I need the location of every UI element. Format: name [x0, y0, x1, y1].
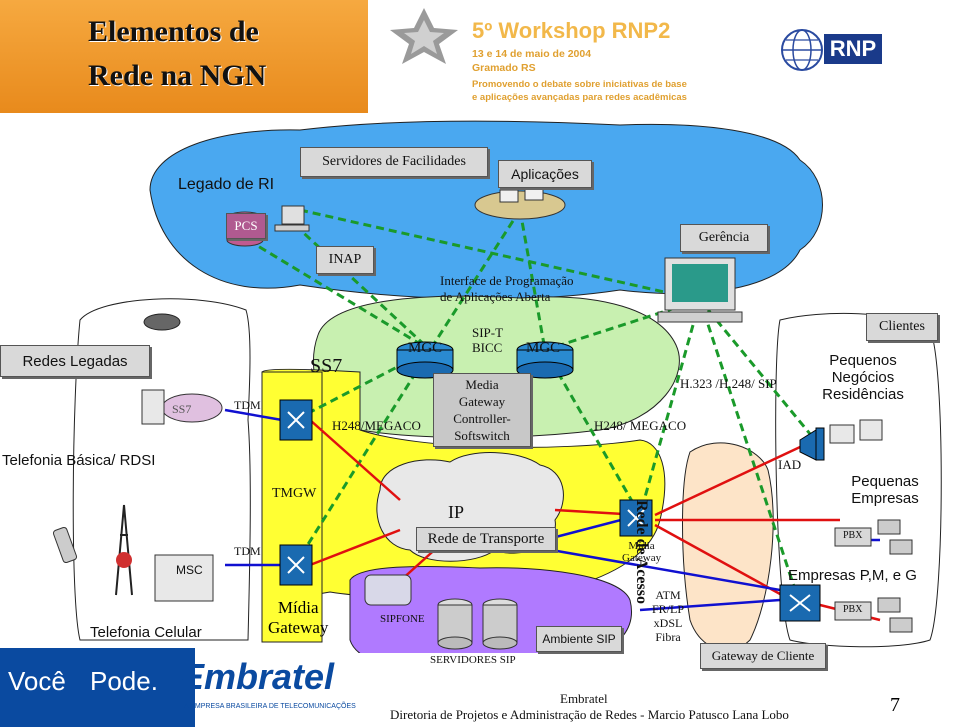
pequenos-negocios-1: Pequenos	[829, 352, 897, 369]
ip-label: IP	[448, 502, 465, 522]
softswitch-line4: Softswitch	[454, 428, 510, 443]
embratel-logo: Embratel	[180, 656, 335, 697]
softswitch-box: Media Gateway Controller- Softswitch	[433, 373, 531, 447]
xdsl-label: xDSL	[653, 616, 683, 630]
midia-gateway-2: Gateway	[268, 618, 329, 637]
ss7-small-label: SS7	[172, 402, 192, 416]
embratel-tagline: A EMPRESA BRASILEIRA DE TELECOMUNICAÇÕES	[184, 703, 356, 710]
legado-ri-label: Legado de RI	[178, 176, 275, 193]
title-banner	[0, 0, 368, 113]
fibra-label: Fibra	[655, 630, 681, 644]
telefonia-celular-label: Telefonia Celular	[90, 624, 202, 641]
tmgw-label: TMGW	[272, 486, 317, 501]
softswitch-line1: Media	[465, 377, 499, 392]
servidores-sip-icon	[437, 598, 518, 650]
atm-label: ATM	[655, 588, 681, 602]
iad-label: IAD	[778, 457, 802, 472]
interface-label-2: de Aplicações Aberta	[440, 289, 551, 304]
ss7-label: SS7	[310, 355, 343, 377]
softswitch-line2: Gateway	[458, 394, 506, 409]
mgc-right-icon	[516, 341, 574, 379]
h323-label: H.323 /H.248/ SIP	[680, 376, 777, 391]
facilidades-computer-icon	[274, 205, 310, 232]
gerencia-computer-icon	[657, 257, 743, 323]
softswitch-line3: Controller-	[453, 411, 511, 426]
midia-gateway-small-label: Mídia Gateway	[622, 540, 661, 564]
pequenas-empresas-2: Empresas	[851, 490, 919, 507]
aplicacoes-box: Aplicações	[498, 160, 592, 188]
pequenos-negocios-label: Pequenos Negócios Residências	[818, 352, 908, 403]
msc-label: MSC	[176, 563, 203, 577]
ambiente-sip-box: Ambiente SIP	[536, 626, 622, 652]
rede-transporte-box: Rede de Transporte	[416, 527, 556, 551]
interface-label-1: Interface de Programação	[440, 273, 574, 288]
midia-gateway-1: Mídia	[277, 598, 319, 617]
sip-t-label: SIP-T	[472, 325, 504, 340]
servidores-sip-label: SERVIDORES SIP	[430, 654, 516, 666]
workshop-dates: 13 e 14 de maio de 2004	[472, 48, 592, 60]
workshop-tagline1: Promovendo o debate sobre iniciativas de…	[472, 79, 687, 90]
rnp-logo: RNP	[824, 34, 882, 64]
redes-legadas-phone-icon	[143, 313, 181, 331]
workshop-title: 5º Workshop RNP2	[472, 18, 671, 43]
pbx1-label: PBX	[843, 530, 863, 541]
workshop-location: Gramado RS	[472, 62, 536, 74]
inap-box: INAP	[316, 246, 374, 274]
workshop-header: 5º Workshop RNP2 13 e 14 de maio de 2004…	[368, 0, 960, 113]
clientes-phone-icon	[829, 419, 883, 444]
cell-tower-icon	[115, 504, 133, 596]
midia-gateway-small-2: Gateway	[622, 552, 662, 564]
tdm-bottom-label: TDM	[234, 544, 261, 558]
star-logo-icon	[390, 8, 458, 64]
pequenos-negocios-2: Negócios	[831, 369, 895, 386]
redes-legadas-ss7-icon	[141, 389, 223, 425]
h248-right-label: H248/ MEGACO	[594, 418, 687, 433]
midia-gateway-label: Mídia Gateway	[268, 598, 328, 638]
workshop-tagline2: e aplicações avançadas para redes acadêm…	[472, 92, 687, 103]
servidores-facilidades-box: Servidores de Facilidades	[300, 147, 488, 177]
msc-box-icon	[154, 554, 214, 602]
slide-title-line2: Rede na NGN	[88, 59, 267, 92]
pcs-label: PCS	[226, 213, 266, 239]
sipfone-label: SIPFONE	[380, 613, 425, 625]
footer-pode: Pode.	[90, 666, 158, 696]
gateway-cliente-box: Gateway de Cliente	[700, 643, 826, 669]
redes-legadas-box: Redes Legadas	[0, 345, 150, 377]
footer-company: Embratel	[560, 691, 608, 706]
sipfone-phone-icon	[364, 574, 412, 606]
residencias-label: Residências	[822, 386, 904, 403]
midia-gateway-small-1: Mídia	[628, 540, 655, 552]
pbx2-icon	[834, 597, 913, 633]
access-types-label: ATM FR/LP xDSL Fibra	[652, 588, 684, 644]
aplicacoes-servers-icon	[474, 187, 566, 220]
footer-voce: Você	[8, 666, 66, 696]
footer-blue-block	[0, 648, 195, 727]
pbx2-label: PBX	[843, 604, 863, 615]
mgc-left-label: MGC	[408, 340, 443, 356]
frlp-label: FR/LP	[652, 602, 685, 616]
slide-title-line1: Elementos de	[88, 15, 259, 48]
iad-icon	[799, 427, 825, 461]
h248-left-label: H248/MEGACO	[332, 418, 421, 433]
tdm-top-label: TDM	[234, 398, 261, 412]
pequenas-empresas-1: Pequenas	[851, 473, 919, 490]
bicc-label: BICC	[472, 340, 503, 355]
telefonia-basica-label: Telefonia Básica/ RDSI	[2, 452, 156, 469]
gerencia-box: Gerência	[680, 224, 768, 252]
page-number: 7	[890, 694, 900, 716]
cellphone-icon	[52, 526, 78, 564]
pequenas-empresas-label: Pequenas Empresas	[840, 473, 930, 507]
clientes-box: Clientes	[866, 313, 938, 341]
footer-credit: Diretoria de Projetos e Administração de…	[390, 707, 789, 722]
mgc-right-label: MGC	[526, 340, 561, 356]
pbx1-icon	[834, 519, 913, 555]
empresas-pmg-label: Empresas P,M, e G	[788, 567, 917, 584]
globe-logo-icon	[781, 29, 823, 71]
mgc-left-icon	[396, 341, 454, 379]
slide-title: Elementos de Rede na NGN	[88, 10, 368, 98]
